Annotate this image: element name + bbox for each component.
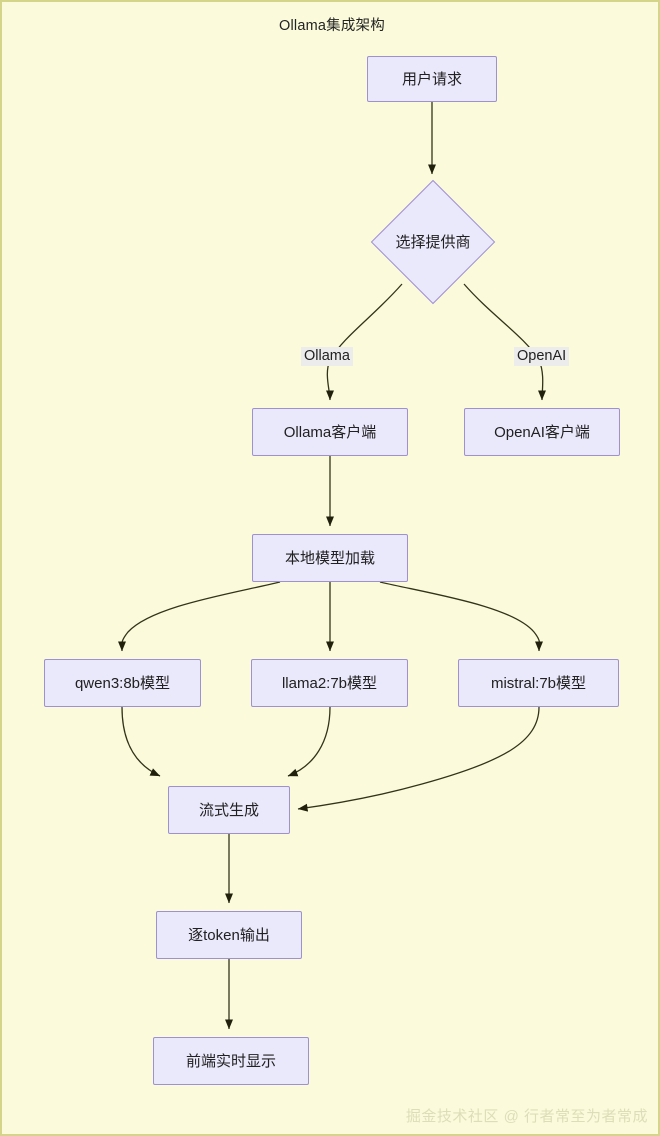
- node-stream-gen-label: 流式生成: [198, 801, 259, 819]
- edge-label-ollama: Ollama: [301, 347, 353, 366]
- node-user-request[interactable]: 用户请求: [367, 56, 497, 102]
- watermark: 掘金技术社区 @ 行者常至为者常成: [405, 1108, 648, 1125]
- diagram-title: Ollama集成架构: [279, 18, 385, 34]
- edge-local-model-load-to-qwen3: [117, 581, 281, 652]
- edge-label-openai: OpenAI: [514, 347, 570, 366]
- node-select-provider[interactable]: 选择提供商: [370, 179, 496, 305]
- node-llama2-model-label: llama2:7b模型: [281, 674, 378, 692]
- edge-mistral-to-stream-gen: [297, 706, 540, 812]
- node-qwen3-model[interactable]: qwen3:8b模型: [44, 659, 201, 707]
- node-openai-client[interactable]: OpenAI客户端: [464, 408, 620, 456]
- node-frontend-show-label: 前端实时显示: [185, 1052, 276, 1070]
- node-ollama-client[interactable]: Ollama客户端: [252, 408, 408, 456]
- edge-qwen3-to-stream-gen: [121, 706, 161, 777]
- node-user-request-label: 用户请求: [401, 70, 462, 88]
- node-token-output[interactable]: 逐token输出: [156, 911, 302, 959]
- node-openai-client-label: OpenAI客户端: [494, 423, 590, 441]
- node-local-model-load-label: 本地模型加载: [284, 549, 375, 567]
- node-frontend-show[interactable]: 前端实时显示: [153, 1037, 309, 1085]
- node-mistral-model-label: mistral:7b模型: [490, 674, 587, 692]
- node-qwen3-model-label: qwen3:8b模型: [74, 674, 171, 692]
- node-local-model-load[interactable]: 本地模型加载: [252, 534, 408, 582]
- node-mistral-model[interactable]: mistral:7b模型: [458, 659, 619, 707]
- node-llama2-model[interactable]: llama2:7b模型: [251, 659, 408, 707]
- edge-local-model-load-to-mistral: [379, 581, 544, 652]
- node-select-provider-label: 选择提供商: [395, 233, 471, 251]
- node-ollama-client-label: Ollama客户端: [283, 423, 377, 441]
- node-stream-gen[interactable]: 流式生成: [168, 786, 290, 834]
- edge-llama2-to-stream-gen: [287, 706, 331, 777]
- node-token-output-label: 逐token输出: [188, 926, 270, 944]
